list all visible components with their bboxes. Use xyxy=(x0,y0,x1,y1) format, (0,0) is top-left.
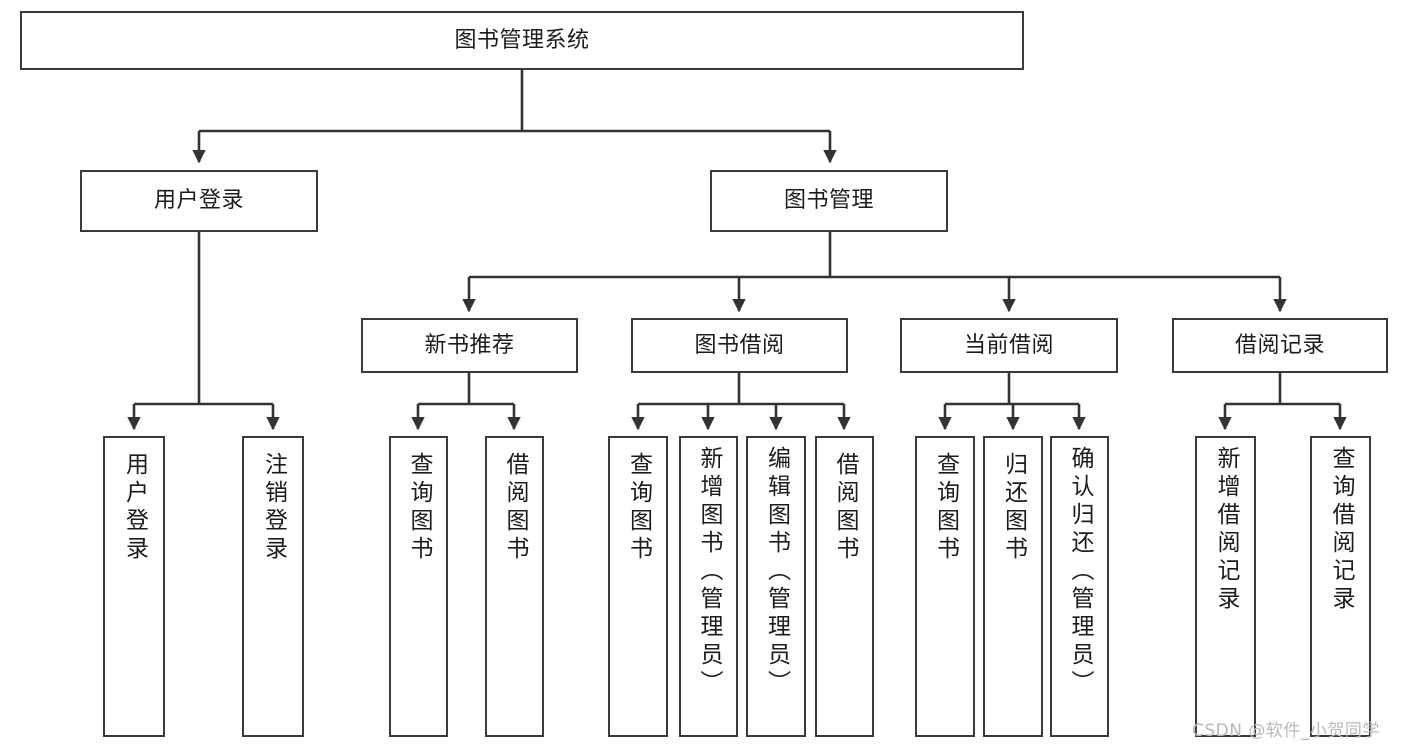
node-book-manage[interactable]: 图书管理 xyxy=(710,170,948,232)
leaf-query-book-current[interactable]: 查询图书 xyxy=(915,436,975,737)
leaf-user-login[interactable]: 用户登录 xyxy=(103,436,165,737)
node-user-login[interactable]: 用户登录 xyxy=(80,170,318,232)
csdn-watermark: CSDN @软件_小贺同学 xyxy=(1192,721,1380,741)
node-label: 用户登录 xyxy=(121,452,148,564)
leaf-query-book-recommend[interactable]: 查询图书 xyxy=(389,436,448,737)
node-label: 借阅图书 xyxy=(502,452,528,564)
node-label: 查询借阅记录 xyxy=(1328,446,1354,614)
node-label: 借阅记录 xyxy=(1234,332,1325,358)
leaf-borrow-book[interactable]: 借阅图书 xyxy=(815,436,874,737)
node-label: 新增借阅记录 xyxy=(1213,446,1239,614)
node-label: 图书管理系统 xyxy=(454,27,590,53)
leaf-add-book[interactable]: 新增图书（管理员） xyxy=(679,436,738,737)
node-current-borrow[interactable]: 当前借阅 xyxy=(900,318,1118,373)
node-label: 注销登录 xyxy=(260,452,287,564)
node-label: 用户登录 xyxy=(153,188,244,214)
node-label: 归还图书 xyxy=(1000,452,1027,564)
node-label: 图书借阅 xyxy=(694,332,785,358)
node-label: 当前借阅 xyxy=(963,332,1054,358)
node-label: 确认归还（管理员） xyxy=(1067,446,1093,698)
leaf-add-borrow-record[interactable]: 新增借阅记录 xyxy=(1195,436,1256,737)
node-label: 图书管理 xyxy=(783,188,874,214)
node-book-borrow[interactable]: 图书借阅 xyxy=(631,318,848,373)
node-label: 查询图书 xyxy=(625,452,652,564)
leaf-confirm-return[interactable]: 确认归还（管理员） xyxy=(1050,436,1109,737)
node-label: 查询图书 xyxy=(406,452,432,564)
node-root-system[interactable]: 图书管理系统 xyxy=(20,11,1024,70)
leaf-borrow-book-recommend[interactable]: 借阅图书 xyxy=(485,436,544,737)
node-new-book-recommend[interactable]: 新书推荐 xyxy=(361,318,578,373)
node-label: 编辑图书（管理员） xyxy=(763,446,790,698)
node-borrow-record[interactable]: 借阅记录 xyxy=(1172,318,1388,373)
node-label: 新增图书（管理员） xyxy=(696,446,722,698)
leaf-query-book-borrow[interactable]: 查询图书 xyxy=(608,436,668,737)
leaf-return-book[interactable]: 归还图书 xyxy=(983,436,1043,737)
leaf-logout-login[interactable]: 注销登录 xyxy=(242,436,304,737)
leaf-query-borrow-record[interactable]: 查询借阅记录 xyxy=(1310,436,1371,737)
node-label: 借阅图书 xyxy=(832,452,858,564)
node-label: 新书推荐 xyxy=(424,332,515,358)
leaf-edit-book[interactable]: 编辑图书（管理员） xyxy=(746,436,806,737)
node-label: 查询图书 xyxy=(932,452,959,564)
